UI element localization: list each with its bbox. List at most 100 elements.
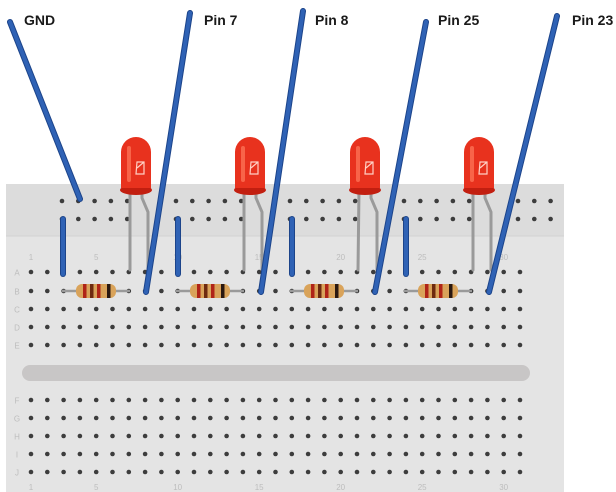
hole: [61, 433, 66, 439]
hole: [256, 342, 262, 348]
hole: [452, 324, 458, 330]
rail-hole: [190, 198, 195, 204]
hole: [93, 469, 99, 475]
hole: [354, 306, 360, 312]
resistor-band: [311, 284, 315, 298]
hole: [191, 269, 197, 275]
hole: [191, 342, 197, 348]
hole: [501, 415, 507, 421]
rail-hole: [418, 216, 423, 222]
hole: [28, 451, 34, 457]
hole: [485, 415, 490, 421]
hole: [61, 324, 66, 330]
hole: [240, 451, 246, 457]
hole: [142, 324, 148, 330]
hole: [240, 415, 246, 421]
hole: [224, 415, 229, 421]
hole: [45, 324, 50, 330]
hole: [159, 451, 164, 457]
hole: [224, 469, 229, 475]
rail-hole: [76, 216, 81, 222]
hole: [419, 451, 425, 457]
column-number: 5: [94, 253, 99, 262]
hole: [517, 469, 523, 475]
hole: [224, 433, 229, 439]
resistor-band: [318, 284, 322, 298]
resistor-band: [325, 284, 329, 298]
rail-hole: [304, 198, 309, 204]
pin25-label: Pin 25: [438, 12, 480, 28]
hole: [240, 397, 246, 403]
hole: [208, 469, 213, 475]
hole: [289, 324, 295, 330]
hole: [436, 415, 441, 421]
hole: [468, 342, 474, 348]
hole: [485, 397, 490, 403]
hole: [93, 342, 99, 348]
column-number: 30: [499, 253, 508, 262]
hole: [208, 342, 213, 348]
hole: [126, 306, 132, 312]
hole: [485, 342, 490, 348]
hole: [142, 306, 148, 312]
hole: [289, 397, 295, 403]
hole: [371, 306, 376, 312]
hole: [517, 451, 523, 457]
hole: [468, 433, 474, 439]
led-body: [121, 137, 151, 188]
hole: [191, 397, 197, 403]
rail-hole: [466, 198, 472, 204]
hole: [110, 397, 115, 403]
hole: [110, 269, 115, 275]
hole: [305, 433, 311, 439]
column-number: 1: [29, 253, 34, 262]
hole: [93, 415, 99, 421]
hole: [159, 269, 164, 275]
hole: [28, 469, 34, 475]
resistor-band: [97, 284, 101, 298]
hole: [110, 324, 115, 330]
hole: [322, 306, 327, 312]
hole: [208, 397, 213, 403]
hole: [305, 469, 311, 475]
center-channel: [22, 365, 530, 381]
hole: [191, 415, 197, 421]
hole: [501, 397, 507, 403]
hole: [256, 324, 262, 330]
pin25-wire-core: [373, 20, 428, 294]
rail-hole: [59, 198, 65, 204]
rail-hole: [466, 216, 472, 222]
hole: [273, 415, 278, 421]
hole: [501, 269, 507, 275]
hole: [452, 451, 458, 457]
hole: [77, 415, 83, 421]
hole: [403, 469, 409, 475]
hole: [468, 469, 474, 475]
hole: [468, 324, 474, 330]
hole: [452, 415, 458, 421]
resistor-band: [432, 284, 436, 298]
hole: [240, 469, 246, 475]
hole: [517, 415, 523, 421]
hole: [93, 433, 99, 439]
hole: [371, 469, 376, 475]
hole: [289, 342, 295, 348]
rail-hole: [320, 198, 325, 204]
hole: [322, 433, 327, 439]
hole: [419, 342, 425, 348]
hole: [322, 469, 327, 475]
hole: [142, 415, 148, 421]
hole: [305, 342, 311, 348]
hole: [77, 433, 83, 439]
pin8-label: Pin 8: [315, 12, 349, 28]
hole: [452, 433, 458, 439]
hole: [61, 415, 66, 421]
hole: [256, 451, 262, 457]
rail-hole: [304, 216, 309, 222]
hole: [354, 433, 360, 439]
hole: [485, 451, 490, 457]
hole: [273, 342, 278, 348]
row-letter-i: I: [16, 451, 18, 460]
hole: [468, 306, 474, 312]
